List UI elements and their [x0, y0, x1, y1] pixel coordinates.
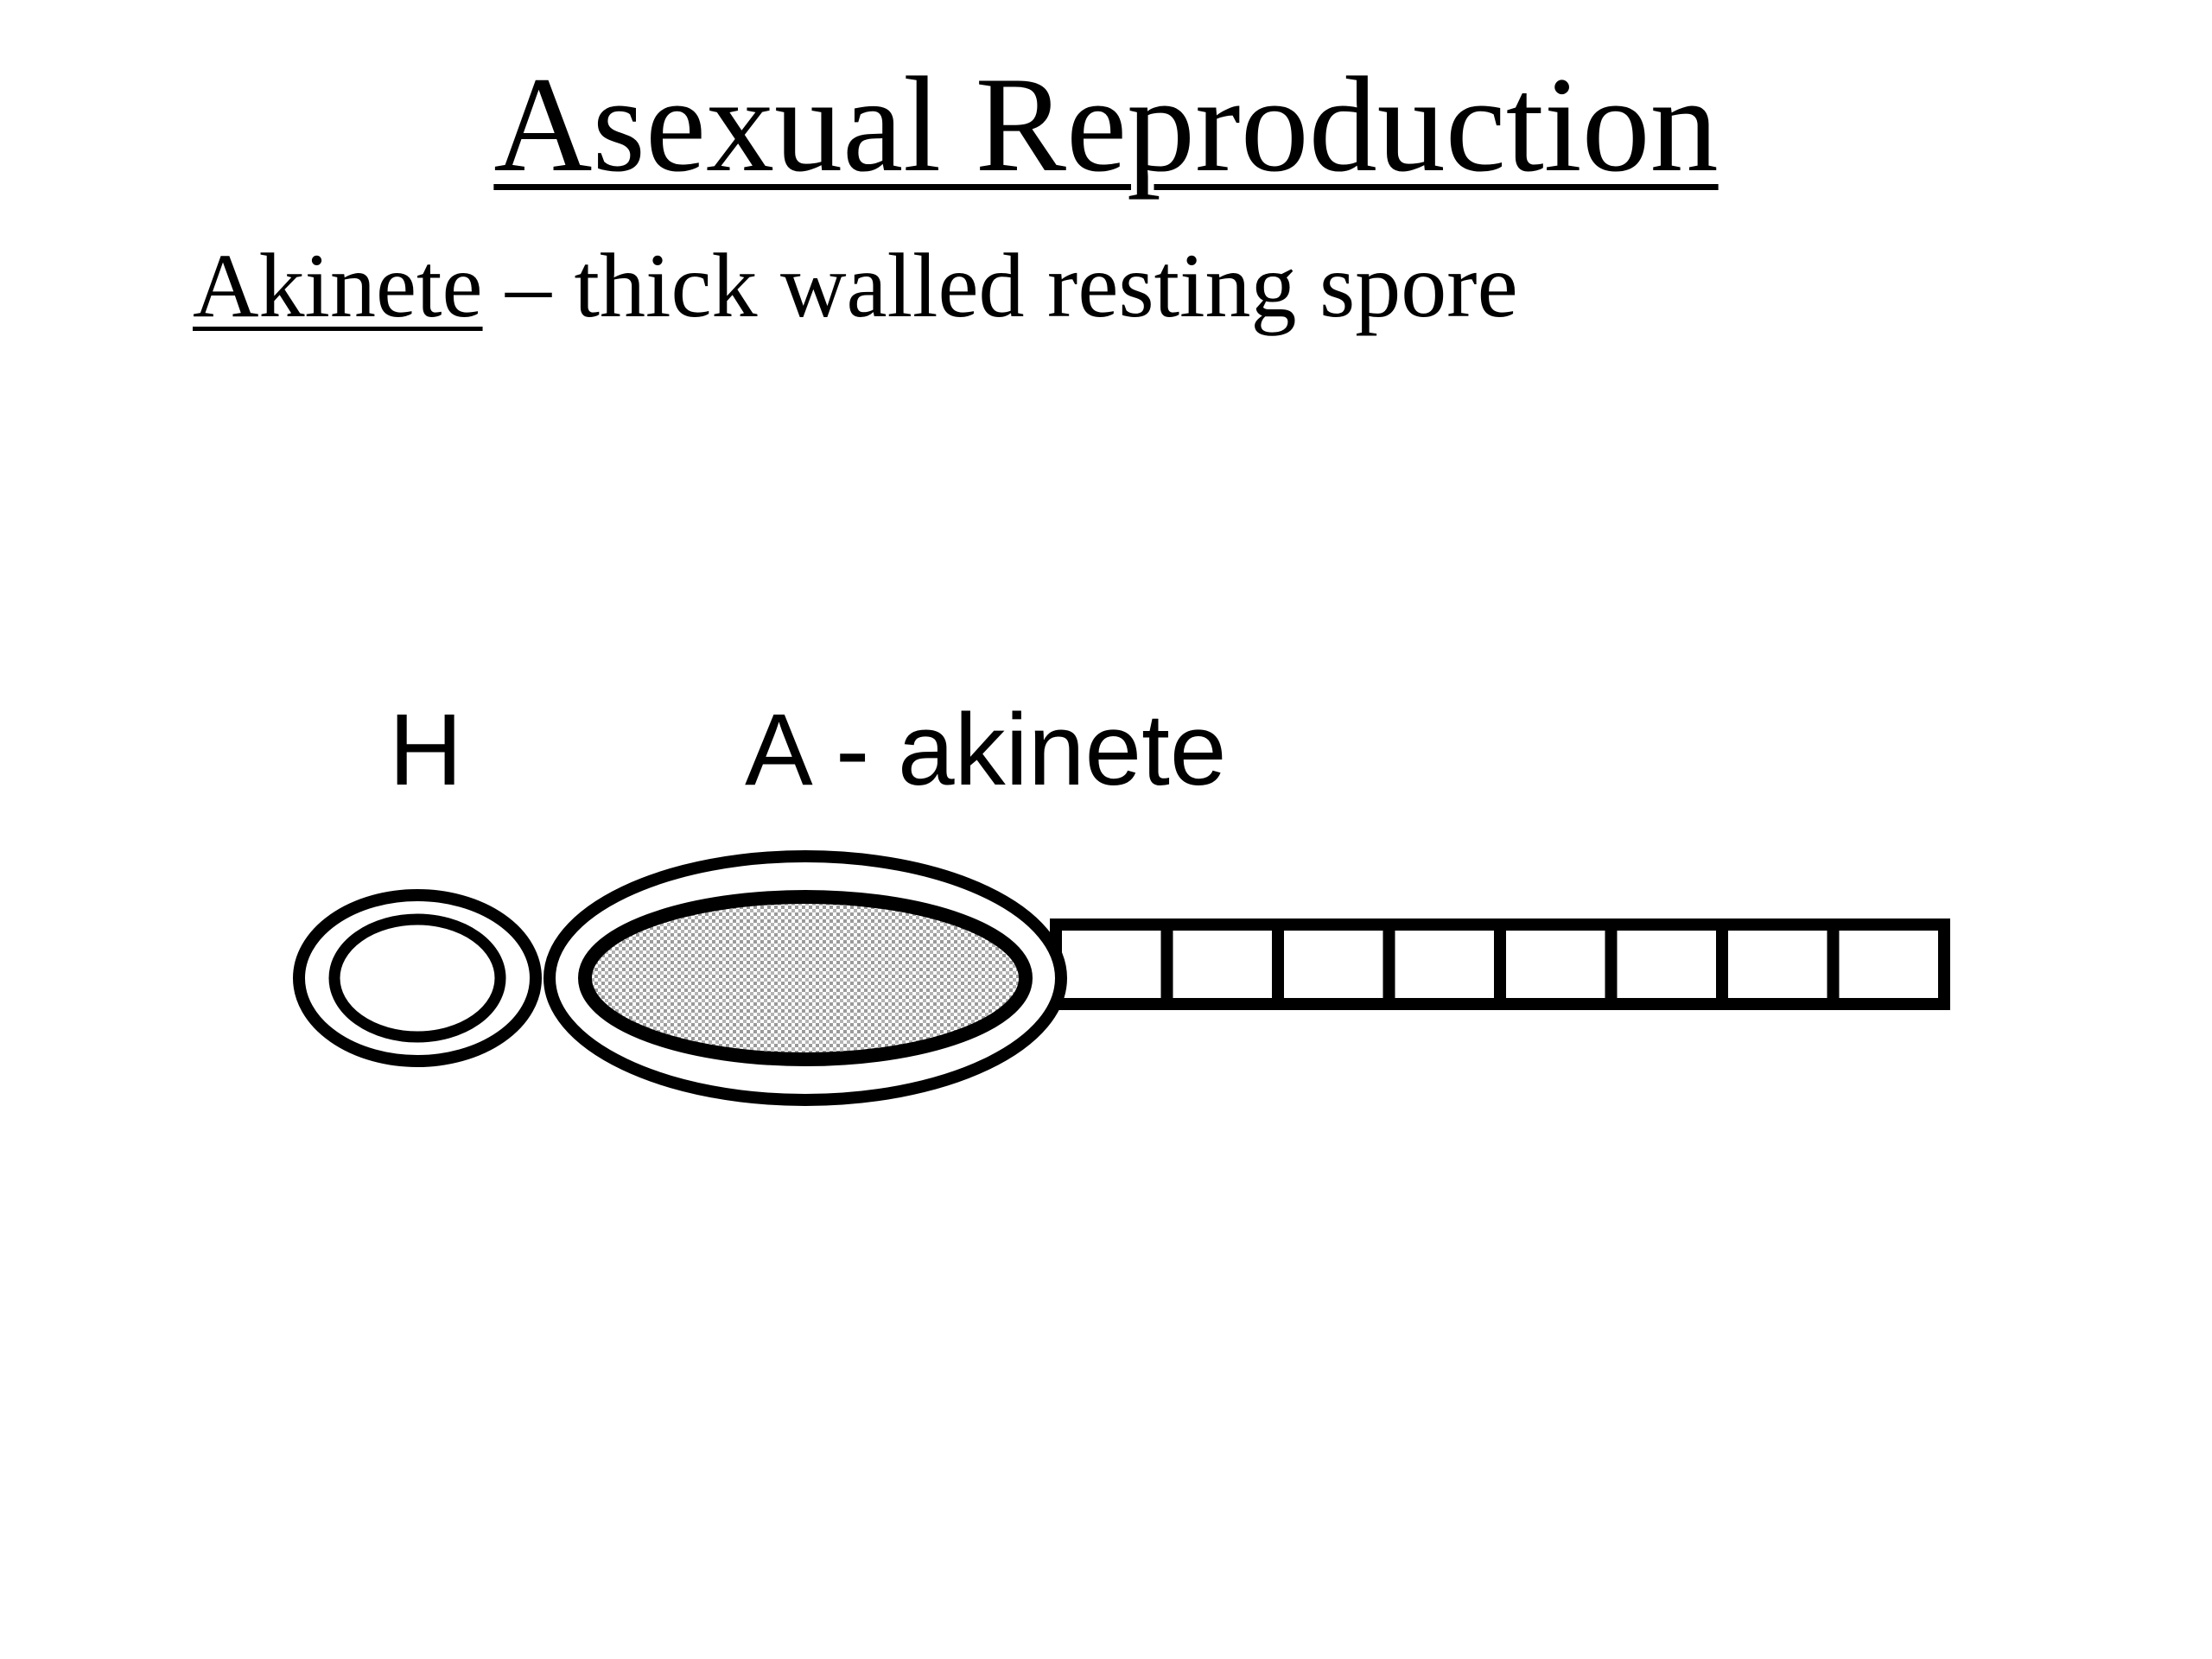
heterocyst-inner-wall: [334, 919, 500, 1037]
heterocyst-label: H: [389, 693, 462, 807]
vegetative-cell: [1389, 925, 1501, 1004]
vegetative-cell-filament: [1056, 925, 1944, 1004]
vegetative-cell: [1611, 925, 1723, 1004]
akinete: [550, 856, 1061, 1100]
vegetative-cell: [1167, 925, 1279, 1004]
akinete-inner-contents: [585, 897, 1026, 1059]
akinete-label: A - akinete: [745, 693, 1227, 807]
heterocyst: [299, 895, 536, 1061]
vegetative-cell: [1056, 925, 1167, 1004]
vegetative-cell: [1834, 925, 1945, 1004]
vegetative-cell: [1722, 925, 1834, 1004]
vegetative-cell: [1500, 925, 1611, 1004]
vegetative-cell: [1278, 925, 1389, 1004]
